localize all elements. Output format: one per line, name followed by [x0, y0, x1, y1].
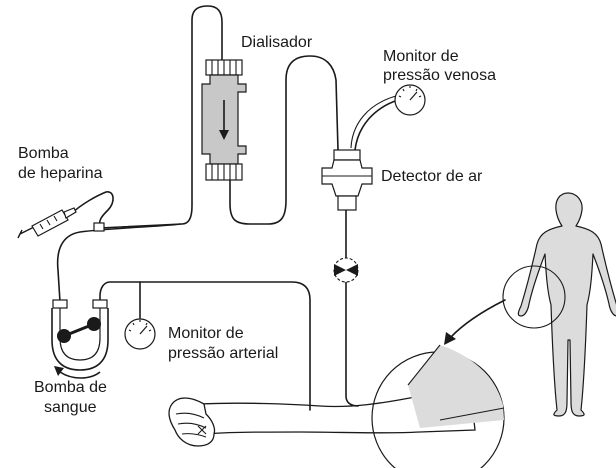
- blood-pump-inlet-fitting: [52, 299, 68, 309]
- venous-clamp-bowtie: [334, 264, 358, 276]
- venous-gauge-needle: [409, 91, 418, 101]
- dialyzer-label: Dialisador: [241, 34, 313, 51]
- blood-pump-housing: [51, 308, 109, 371]
- air-detector-label: Detector de ar: [381, 168, 483, 185]
- arm-fingers: [175, 412, 207, 438]
- syringe-tip: [63, 207, 77, 219]
- heparin-line-connector: [93, 222, 105, 232]
- arterial-monitor-label-line2: pressão arterial: [168, 345, 279, 362]
- dialyzer: [201, 59, 247, 181]
- air-detector-bottom: [337, 195, 357, 211]
- blood-pump-tube: [59, 308, 101, 361]
- blood-pump-label-line1: Bomba de: [34, 379, 107, 396]
- dialyzer-top-cap-ribs: [211, 60, 237, 75]
- air-detector-chamber: [321, 159, 373, 197]
- line-to-dialyzer-inlet: [99, 5, 223, 229]
- arm-hand: [168, 397, 216, 447]
- arterial-gauge-ticks: [128, 320, 152, 332]
- dialyzer-flow-arrow-head: [219, 130, 229, 140]
- blood-pump-label-line2: sangue: [44, 399, 97, 416]
- venous-gauge-ticks: [398, 86, 422, 98]
- arm-magnified-contour: [407, 344, 505, 421]
- heparin-pump-label-line1: Bomba: [18, 145, 69, 162]
- air-detector: [321, 149, 373, 211]
- air-detector-top: [333, 149, 361, 161]
- blood-pump-rotation-arrow: [59, 371, 101, 379]
- arm-hand-mark: [197, 425, 207, 435]
- venous-monitor-label-line1: Monitor de: [383, 48, 459, 65]
- syringe-barrel: [31, 209, 69, 237]
- syringe-plunger: [17, 226, 35, 239]
- heparin-line: [71, 191, 114, 229]
- arterial-line-pump-inlet: [56, 223, 181, 303]
- blood-pump-roller-right: [87, 317, 101, 331]
- blood-pump: [51, 299, 109, 379]
- venous-monitor-label-line2: pressão venosa: [383, 67, 496, 84]
- heparin-syringe: [17, 207, 105, 239]
- venous-monitor-line-2: [350, 95, 397, 149]
- human-figure: [517, 192, 616, 417]
- arterial-monitor-label-line1: Monitor de: [168, 325, 244, 342]
- human-figure-body: [517, 192, 616, 417]
- arm-magnified-skin: [408, 345, 504, 428]
- arm: [168, 344, 505, 468]
- line-dialyzer-to-air-detector: [229, 55, 339, 225]
- zoom-callout-arrow: [449, 299, 506, 339]
- venous-clamp: [333, 257, 359, 283]
- heparin-pump-label-line2: de heparina: [18, 165, 103, 182]
- dialyzer-bottom-cap-ribs: [211, 164, 237, 180]
- syringe-barrel-marks: [39, 215, 58, 230]
- arterial-gauge-needle: [139, 325, 148, 335]
- arterial-access-line: [99, 281, 311, 411]
- zoom-callout-small-circle: [502, 265, 566, 329]
- zoom-callout-arrow-head: [444, 332, 456, 345]
- arterial-pressure-gauge: [124, 318, 156, 350]
- zoom-callout: [444, 265, 566, 345]
- blood-pump-roller-left: [57, 329, 71, 343]
- venous-monitor-line: [354, 99, 399, 151]
- blood-pump-outlet-fitting: [92, 299, 108, 309]
- venous-pressure-gauge: [394, 84, 426, 116]
- venous-return-line: [345, 209, 359, 407]
- blood-pump-rotation-arrow-head: [54, 366, 64, 376]
